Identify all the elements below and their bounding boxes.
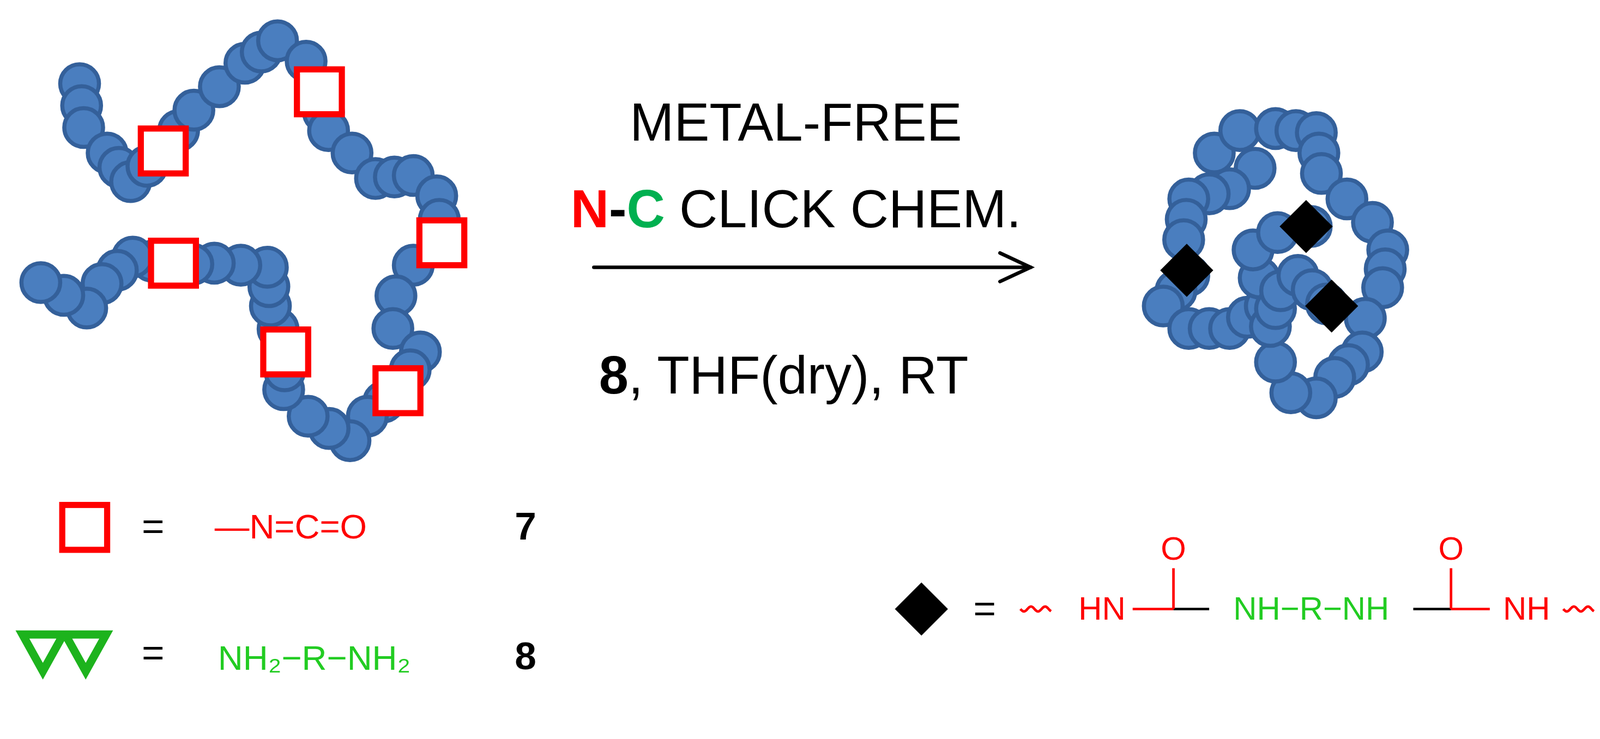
scheme-label: N (570, 182, 609, 236)
diamine-symbol (22, 634, 106, 672)
scheme-label: METAL-FREE (629, 95, 962, 149)
reaction-arrow (593, 252, 1031, 282)
isocyanate-square (140, 128, 186, 174)
monomer-bead (1256, 342, 1295, 382)
scheme-label: = (141, 506, 165, 546)
isocyanate-square (151, 240, 196, 286)
scheme-label: NH₂−R−NH₂ (218, 640, 411, 676)
scheme-label: = (141, 633, 165, 673)
scheme-label: 7 (514, 506, 537, 546)
scheme-label: CLICK CHEM. (679, 182, 1022, 236)
scheme-label: O (1438, 532, 1464, 566)
scheme-label: —N=C=O (214, 509, 367, 545)
condition-line: 8, THF(dry), RT (599, 348, 969, 402)
scheme-label: NH (1502, 593, 1550, 626)
condition-line: N-C CLICK CHEM. (570, 182, 1022, 236)
crosslink-diamond (1160, 243, 1213, 297)
scheme-label: 8 (599, 348, 629, 402)
isocyanate-square (263, 329, 309, 375)
scheme-label: = (973, 589, 997, 629)
scheme-label: HN (1078, 593, 1126, 626)
isocyanate-square (62, 505, 107, 551)
scheme-label: C (626, 182, 665, 236)
scheme-label: , THF(dry), RT (628, 348, 969, 402)
crosslink-diamond (1305, 279, 1358, 333)
scheme-label: NH−R−NH (1233, 593, 1390, 626)
scheme-label: 8 (514, 636, 537, 676)
folded-chain (1194, 109, 1408, 418)
crosslink-diamond (1279, 200, 1333, 253)
condition-line: METAL-FREE (629, 95, 962, 149)
monomer-bead (1220, 111, 1260, 150)
scheme-label: - (608, 182, 627, 236)
scheme-label: O (1160, 532, 1187, 566)
isocyanate-square (419, 220, 464, 265)
isocyanate-square (297, 69, 342, 114)
crosslink-diamond (895, 582, 949, 636)
isocyanate-square (375, 368, 421, 414)
polymer-chain (21, 21, 462, 461)
monomer-bead (21, 263, 60, 303)
